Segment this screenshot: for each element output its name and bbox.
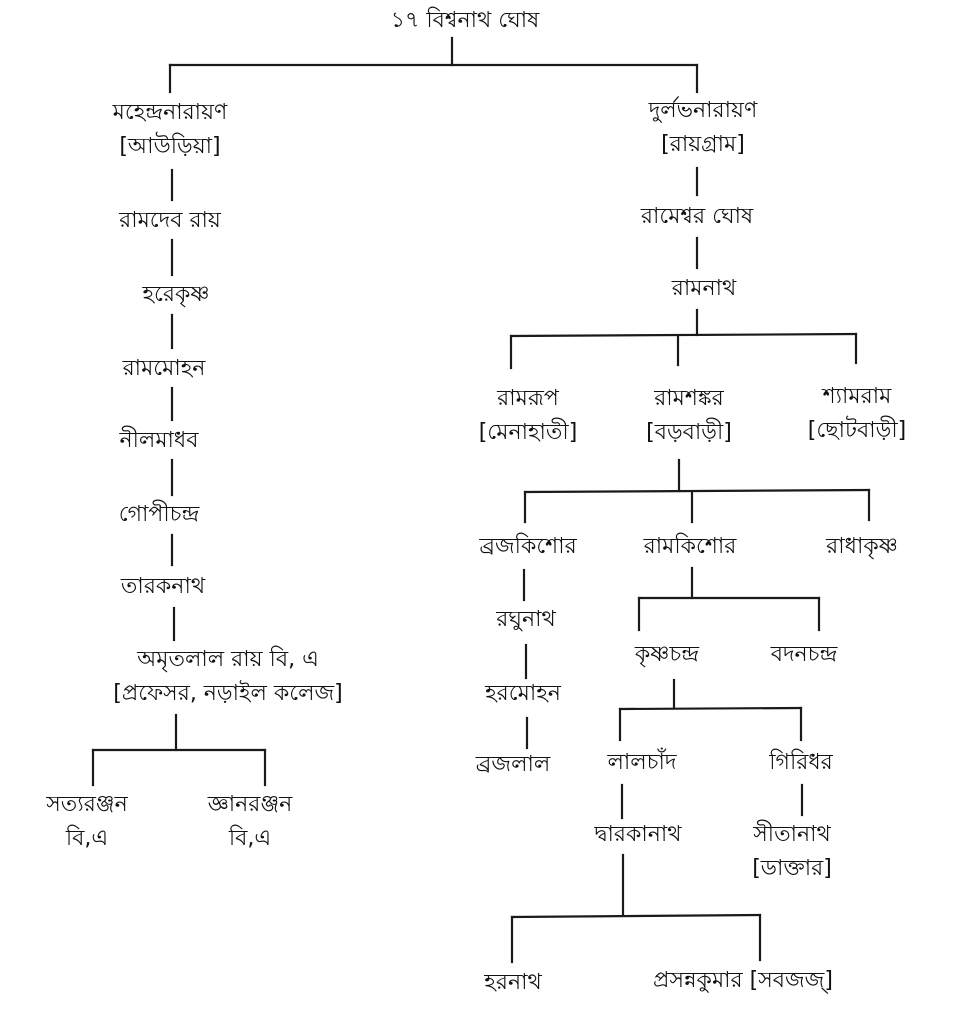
node-name: শ্যামরাম (822, 384, 892, 409)
node-amritalal: অমৃতলাল রায় বি, এ [প্রফেসর, নড়াইল কলেজ… (113, 643, 342, 711)
node-dwarakanath: দ্বারকানাথ (594, 818, 681, 852)
node-name: লালচাঁদ (607, 750, 677, 775)
node-name: রামরূপ (497, 386, 559, 411)
node-name: নীলমাধব (119, 428, 199, 453)
node-name: প্রসন্নকুমার [সবজজ্] (653, 968, 833, 993)
node-name: তারকনাথ (120, 574, 206, 599)
node-name: সত্যরঞ্জন (46, 792, 128, 817)
node-name: ব্রজকিশোর (479, 534, 577, 559)
node-name: হরনাথ (484, 970, 542, 995)
node-prasannakumar: প্রসন্নকুমার [সবজজ্] (653, 964, 833, 998)
node-note: [ডাক্তার] (752, 856, 832, 881)
node-name: হরমোহন (485, 681, 561, 706)
node-rameshwar: রামেশ্বর ঘোষ (641, 200, 753, 234)
node-name: দ্বারকানাথ (594, 822, 682, 847)
node-ramnath: রামনাথ (672, 272, 736, 306)
node-name: গোপীচন্দ্র (118, 502, 200, 527)
node-badanchandra: বদনচন্দ্র (771, 638, 838, 672)
node-name: রাধাকৃষ্ণ (826, 534, 898, 559)
node-gyanaranjan: জ্ঞানরঞ্জন বি,এ (208, 788, 293, 856)
node-krishnachandra: কৃষ্ণচন্দ্র (635, 638, 699, 672)
node-note: বি,এ (65, 826, 109, 851)
node-note: [মেনাহাতী] (478, 420, 578, 445)
node-name: অমৃতলাল রায় বি, এ (137, 647, 319, 672)
node-name: রামকিশোর (643, 534, 737, 559)
node-root: ১৭ বিশ্বনাথ ঘোষ (391, 4, 539, 38)
node-harekrishna: হরেকৃষ্ণ (142, 278, 209, 312)
node-satyaranjan: সত্যরঞ্জন বি,এ (46, 788, 127, 856)
node-note: [রায়গ্রাম] (661, 132, 745, 157)
node-rammohan: রামমোহন (123, 352, 206, 386)
node-lalchand: লালচাঁদ (608, 746, 677, 780)
node-brajalal: ব্রজলাল (476, 748, 551, 782)
node-raghunath: রঘুনাথ (496, 603, 555, 637)
node-radhakrishna: রাধাকৃষ্ণ (826, 530, 898, 564)
node-haramohan: হরমোহন (485, 677, 561, 711)
node-note: [ছোটবাড়ী] (807, 418, 907, 443)
node-name: গিরিধর (769, 750, 833, 775)
node-sitanath: সীতানাথ [ডাক্তার] (752, 818, 832, 886)
node-name: ১৭ বিশ্বনাথ ঘোষ (390, 8, 540, 33)
node-name: রঘুনাথ (496, 607, 556, 632)
node-ramrup: রামরূপ [মেনাহাতী] (479, 382, 578, 450)
node-note: [বড়বাড়ী] (646, 420, 732, 445)
node-note: বি,এ (228, 826, 272, 851)
node-name: ব্রজলাল (475, 752, 551, 777)
node-name: রামদেব রায় (119, 208, 221, 233)
node-note: [আউড়িয়া] (119, 134, 221, 159)
node-name: বদনচন্দ্র (770, 642, 838, 667)
node-gopichandra: গোপীচন্দ্র (119, 498, 200, 532)
node-nilmadhab: নীলমাধব (120, 424, 199, 458)
node-ramkishor: রামকিশোর (644, 530, 737, 564)
node-name: রামশঙ্কর (654, 386, 724, 411)
node-ramshankar: রামশঙ্কর [বড়বাড়ী] (646, 382, 732, 450)
node-durlabhnarayan: দুর্লভনারায়ণ [রায়গ্রাম] (649, 94, 758, 162)
node-ramdeb: রামদেব রায় (119, 204, 221, 238)
node-name: হরেকৃষ্ণ (142, 282, 210, 307)
node-name: জ্ঞানরঞ্জন (207, 792, 293, 817)
node-name: রামমোহন (122, 356, 206, 381)
node-taraknath: তারকনাথ (121, 570, 205, 604)
node-name: রামেশ্বর ঘোষ (640, 204, 754, 229)
node-haranath: হরনাথ (484, 966, 541, 1000)
node-note: [প্রফেসর, নড়াইল কলেজ] (113, 681, 343, 706)
node-brajakishor: ব্রজকিশোর (479, 530, 576, 564)
node-name: সীতানাথ (753, 822, 831, 847)
node-name: দুর্লভনারায়ণ (648, 98, 758, 123)
node-name: কৃষ্ণচন্দ্র (634, 642, 700, 667)
node-name: রামনাথ (671, 276, 737, 301)
node-mahendranarayan: মহেন্দ্রনারায়ণ [আউড়িয়া] (113, 96, 228, 164)
node-name: মহেন্দ্রনারায়ণ (112, 100, 228, 125)
node-shyamram: শ্যামরাম [ছোটবাড়ী] (808, 380, 906, 448)
node-giridhar: গিরিধর (769, 746, 833, 780)
